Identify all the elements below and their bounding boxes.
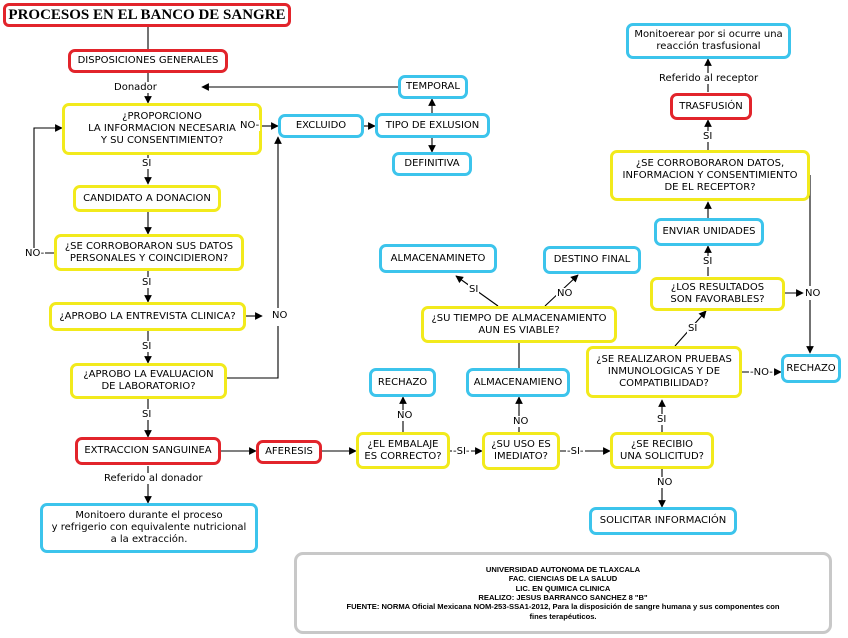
node-almacenamineto: ALMACENAMINETO: [379, 244, 497, 273]
node-enviar-unidades: ENVIAR UNIDADES: [654, 218, 764, 246]
node-disposiciones-generales: DISPOSICIONES GENERALES: [68, 49, 228, 73]
label-si-tiempo: SI: [468, 284, 480, 295]
footer-source-cont: fines terapéuticos.: [529, 611, 597, 621]
node-pruebas-inmunologicas: ¿SE REALIZARON PRUEBAS INMUNOLOGICAS Y D…: [586, 346, 742, 398]
label-no-resultados: NO: [804, 288, 822, 299]
label-si-extraccion: SI: [141, 409, 153, 420]
label-no-tiempo: NO: [556, 288, 574, 299]
label-no-entrevista: NO: [271, 310, 289, 321]
node-corroboraron-datos: ¿SE CORROBORARON SUS DATOS PERSONALES Y …: [54, 234, 244, 271]
label-no-uso: NO: [512, 416, 530, 427]
label-si-candidato: SI: [141, 158, 153, 169]
node-tipo-exclusion: TIPO DE EXLUSION: [375, 113, 490, 138]
node-entrevista-clinica: ¿APROBO LA ENTREVISTA CLINICA?: [49, 302, 246, 331]
label-si-trasfusion: SI: [702, 131, 714, 142]
label-si-uso: -SI-: [566, 446, 585, 457]
node-candidato-donacion: CANDIDATO A DONACION: [73, 185, 221, 212]
footer-source: FUENTE: NORMA Oficial Mexicana NOM-253-S…: [346, 602, 780, 612]
node-embalaje-correcto: ¿EL EMBALAJE ES CORRECTO?: [356, 432, 450, 469]
node-monitoreo-donador: Monitoero durante el proceso y refrigeri…: [40, 503, 258, 553]
node-temporal: TEMPORAL: [398, 75, 468, 99]
footer-program: LIC. EN QUIMICA CLINICA: [515, 583, 611, 593]
label-si-pruebas: SI: [687, 323, 699, 334]
node-rechazo-pruebas: RECHAZO: [781, 354, 841, 383]
node-almacenamiento: ALMACENAMIENO: [466, 368, 570, 397]
node-aferesis: AFERESIS: [256, 440, 322, 464]
node-solicitar-informacion: SOLICITAR INFORMACIÓN: [589, 507, 737, 535]
node-resultados-favorables: ¿LOS RESULTADOS SON FAVORABLES?: [650, 277, 785, 311]
node-uso-inmediato: ¿SU USO ES IMEDIATO?: [482, 432, 560, 470]
label-no-excluido: NO-: [239, 120, 261, 131]
node-definitiva: DEFINITIVA: [392, 152, 472, 176]
label-si-solicitud: SI: [656, 414, 668, 425]
diagram-title: PROCESOS EN EL BANCO DE SANGRE: [3, 3, 291, 27]
node-excluido: EXCLUIDO: [278, 114, 364, 138]
node-trasfusion: TRASFUSIÓN: [670, 93, 752, 120]
node-recibio-solicitud: ¿SE RECIBIO UNA SOLICITUD?: [610, 432, 714, 469]
label-si-entrevista: SI: [141, 277, 153, 288]
node-extraccion-sanguinea: EXTRACCION SANGUINEA: [75, 437, 221, 465]
label-no-corroboraron: NO-: [24, 248, 46, 259]
footer-faculty: FAC. CIENCIAS DE LA SALUD: [508, 574, 618, 584]
node-rechazo-embalaje: RECHAZO: [369, 368, 436, 397]
node-corroboraron-receptor: ¿SE CORROBORARON DATOS, INFORMACION Y CO…: [610, 150, 810, 201]
label-no-embalaje: NO: [396, 410, 414, 421]
footer-university: UNIVERSIDAD AUTONOMA DE TLAXCALA: [485, 564, 641, 574]
label-si-embalaje: -SI-: [452, 446, 471, 457]
label-no-pruebas: -NO-: [749, 367, 774, 378]
footer-author: REALIZO: JESUS BARRANCO SANCHEZ 8 "B": [478, 593, 648, 602]
label-referido-receptor: Referido al receptor: [658, 73, 760, 84]
node-tiempo-almacenamiento: ¿SU TIEMPO DE ALMACENAMIENTO AUN ES VIAB…: [421, 306, 617, 343]
credits-footer: UNIVERSIDAD AUTONOMA DE TLAXCALA FAC. CI…: [294, 552, 832, 634]
label-si-evaluacion: SI: [141, 341, 153, 352]
node-evaluacion-laboratorio: ¿APROBO LA EVALUACION DE LABORATORIO?: [70, 363, 227, 399]
node-destino-final: DESTINO FINAL: [543, 246, 641, 274]
node-proporciono-informacion: ¿PROPORCIONO LA INFORMACION NECESARIA Y …: [62, 103, 262, 155]
node-monitoreo-receptor: Monitoerear por si ocurre una reacción t…: [626, 23, 791, 59]
label-donador: Donador: [113, 82, 158, 93]
label-no-solicitud: NO: [656, 477, 674, 488]
label-si-resultados: SI: [702, 256, 714, 267]
label-referido-donador: Referido al donador: [103, 473, 204, 484]
